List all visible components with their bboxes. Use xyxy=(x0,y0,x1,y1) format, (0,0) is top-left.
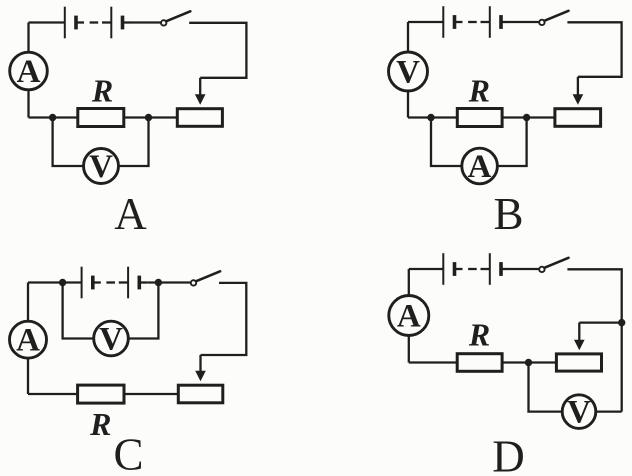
svg-text:R: R xyxy=(91,73,113,109)
svg-text:A: A xyxy=(397,299,421,335)
svg-text:A: A xyxy=(17,54,41,90)
svg-text:R: R xyxy=(468,317,490,353)
svg-text:B: B xyxy=(493,189,523,239)
svg-text:V: V xyxy=(567,395,591,431)
svg-text:V: V xyxy=(396,55,420,91)
svg-text:D: D xyxy=(492,432,525,476)
svg-text:V: V xyxy=(89,149,113,185)
svg-text:V: V xyxy=(99,322,123,358)
svg-text:C: C xyxy=(113,430,143,476)
svg-text:A: A xyxy=(16,323,40,359)
svg-text:A: A xyxy=(114,189,147,239)
svg-text:A: A xyxy=(468,149,492,185)
svg-text:R: R xyxy=(89,406,111,442)
svg-text:R: R xyxy=(468,73,490,109)
